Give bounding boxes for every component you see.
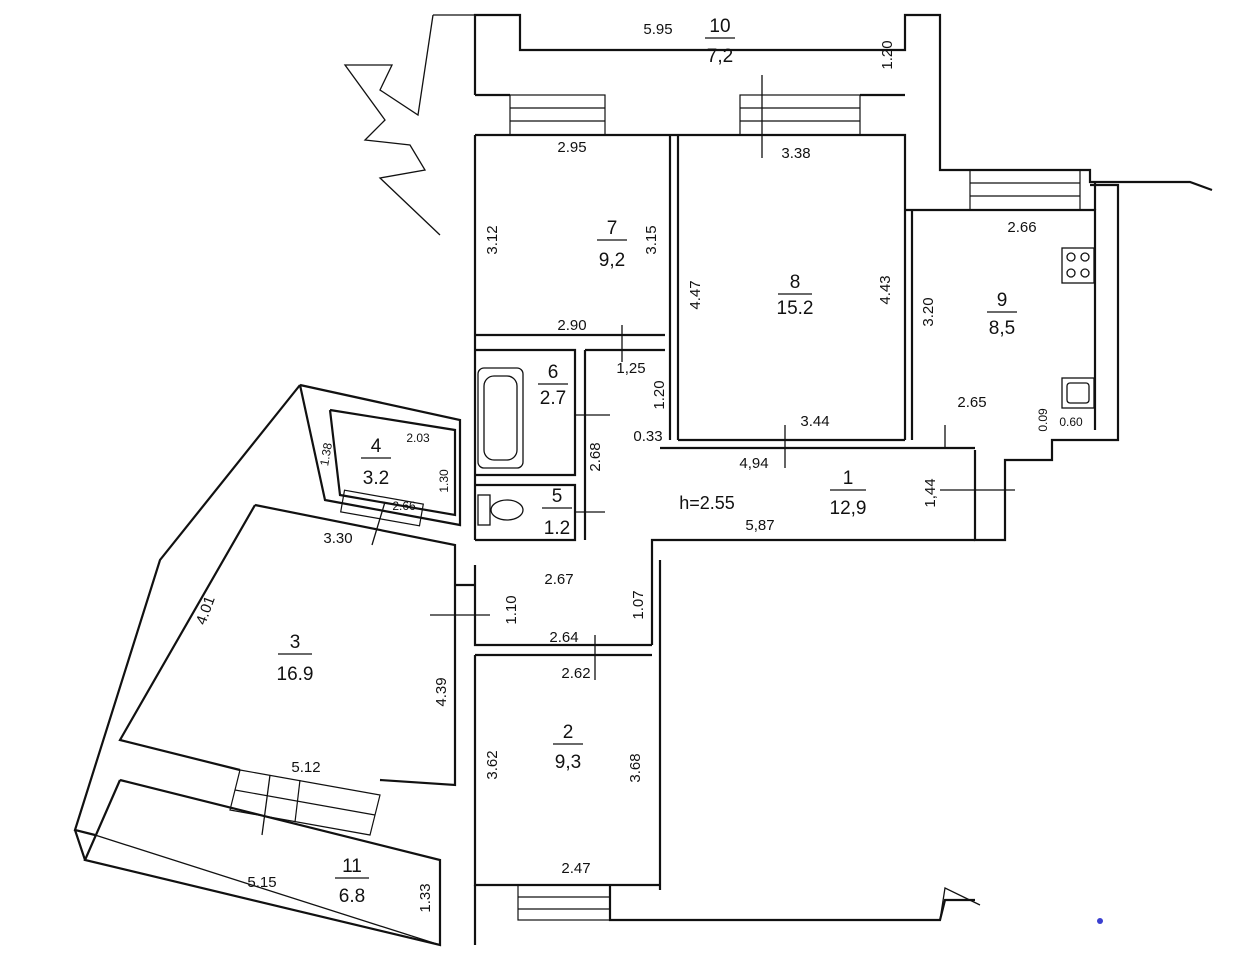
svg-text:5.15: 5.15 xyxy=(247,874,276,891)
sink-icon xyxy=(1061,377,1095,409)
svg-text:1: 1 xyxy=(843,468,854,489)
window-room-2 xyxy=(517,884,611,921)
svg-text:2.47: 2.47 xyxy=(561,860,590,877)
windows xyxy=(229,94,1081,921)
svg-text:1.2: 1.2 xyxy=(544,518,570,539)
stove-icon xyxy=(1061,247,1095,284)
svg-text:1,25: 1,25 xyxy=(616,360,645,377)
svg-text:1,44: 1,44 xyxy=(922,478,939,507)
svg-text:4.01: 4.01 xyxy=(193,594,219,627)
svg-text:1.20: 1.20 xyxy=(879,40,896,69)
window-room-7 xyxy=(509,94,606,136)
svg-text:3.38: 3.38 xyxy=(781,145,810,162)
svg-text:3.68: 3.68 xyxy=(627,753,644,782)
svg-text:9: 9 xyxy=(997,290,1008,311)
svg-text:2.90: 2.90 xyxy=(557,317,586,334)
svg-text:5.12: 5.12 xyxy=(291,759,320,776)
walls xyxy=(73,13,1213,947)
svg-text:5: 5 xyxy=(552,486,563,507)
window-room-9 xyxy=(969,169,1081,211)
svg-text:1.38: 1.38 xyxy=(317,441,335,467)
room-label-10: 10 7,2 xyxy=(705,16,735,67)
svg-text:2.64: 2.64 xyxy=(549,629,578,646)
svg-text:0.09: 0.09 xyxy=(1036,408,1050,432)
svg-text:8,5: 8,5 xyxy=(989,318,1015,339)
svg-text:1.30: 1.30 xyxy=(437,469,451,493)
room-label-1: 1 12,9 xyxy=(830,468,867,519)
svg-text:0.33: 0.33 xyxy=(633,428,662,445)
svg-text:5.95: 5.95 xyxy=(643,21,672,38)
svg-text:1.20: 1.20 xyxy=(651,380,668,409)
svg-text:2.7: 2.7 xyxy=(540,388,566,409)
svg-text:3.62: 3.62 xyxy=(484,750,501,779)
svg-text:6: 6 xyxy=(548,362,559,383)
svg-text:11: 11 xyxy=(342,856,362,877)
svg-text:16.9: 16.9 xyxy=(277,664,314,685)
svg-text:1.07: 1.07 xyxy=(630,590,647,619)
svg-text:7: 7 xyxy=(607,218,618,239)
dimensions: 5.95 1.20 2.95 3.12 3.15 2.90 3.38 4.47 … xyxy=(193,21,1083,913)
svg-text:4.47: 4.47 xyxy=(687,280,704,309)
svg-text:9,2: 9,2 xyxy=(599,250,625,271)
svg-text:1.10: 1.10 xyxy=(503,595,520,624)
room-label-9: 9 8,5 xyxy=(987,290,1017,339)
svg-text:3.44: 3.44 xyxy=(800,413,829,430)
svg-text:5,87: 5,87 xyxy=(745,517,774,534)
svg-text:2.03: 2.03 xyxy=(406,431,430,445)
ceiling-height: h=2.55 xyxy=(679,493,735,513)
svg-text:7,2: 7,2 xyxy=(707,46,733,67)
room-label-5: 5 1.2 xyxy=(542,486,572,539)
svg-text:2.65: 2.65 xyxy=(957,394,986,411)
svg-text:4,94: 4,94 xyxy=(739,455,768,472)
room-label-2: 2 9,3 xyxy=(553,722,583,773)
svg-text:2.68: 2.68 xyxy=(587,442,604,471)
svg-text:8: 8 xyxy=(790,272,801,293)
svg-text:4.39: 4.39 xyxy=(433,677,450,706)
svg-text:4.43: 4.43 xyxy=(877,275,894,304)
svg-text:10: 10 xyxy=(709,16,730,37)
room-label-11: 11 6.8 xyxy=(335,856,369,907)
svg-text:2.66: 2.66 xyxy=(392,499,416,513)
svg-text:3.30: 3.30 xyxy=(323,530,352,547)
room-label-3: 3 16.9 xyxy=(277,632,314,685)
svg-text:1.33: 1.33 xyxy=(417,883,434,912)
room-label-8: 8 15.2 xyxy=(777,272,814,319)
svg-text:3: 3 xyxy=(290,632,301,653)
svg-text:3.2: 3.2 xyxy=(363,468,389,489)
bathtub-icon xyxy=(477,367,524,469)
svg-text:2.67: 2.67 xyxy=(544,571,573,588)
svg-text:2.62: 2.62 xyxy=(561,665,590,682)
room-label-4: 4 3.2 xyxy=(361,436,391,489)
svg-text:15.2: 15.2 xyxy=(777,298,814,319)
svg-text:4: 4 xyxy=(371,436,382,457)
svg-text:3.15: 3.15 xyxy=(643,225,660,254)
toilet-icon xyxy=(477,494,524,526)
svg-text:0.60: 0.60 xyxy=(1059,415,1083,429)
svg-text:3.20: 3.20 xyxy=(920,297,937,326)
svg-text:2: 2 xyxy=(563,722,574,743)
room-label-6: 6 2.7 xyxy=(538,362,568,409)
svg-text:3.12: 3.12 xyxy=(484,225,501,254)
svg-text:9,3: 9,3 xyxy=(555,752,581,773)
svg-text:12,9: 12,9 xyxy=(830,498,867,519)
svg-text:2.95: 2.95 xyxy=(557,139,586,156)
marker-dot xyxy=(1097,918,1103,924)
section-marks xyxy=(261,75,1015,836)
svg-text:2.66: 2.66 xyxy=(1007,219,1036,236)
window-room-8 xyxy=(739,94,861,136)
window-room-3 xyxy=(229,769,381,836)
svg-text:6.8: 6.8 xyxy=(339,886,365,907)
room-label-7: 7 9,2 xyxy=(597,218,627,271)
